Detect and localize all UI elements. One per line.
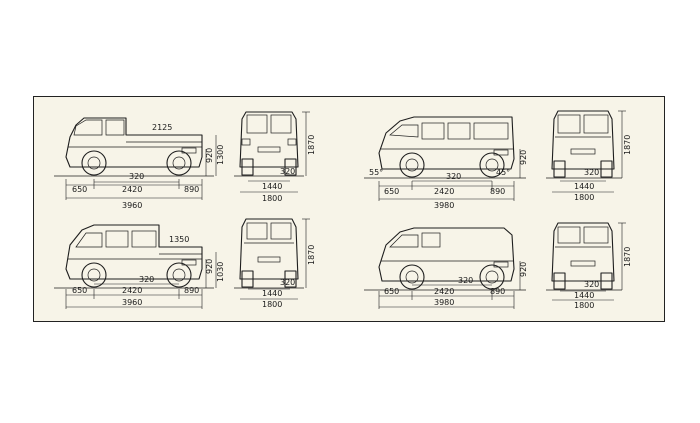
pickup-rear-wheel (166, 150, 192, 176)
minibus-front-right-wheel (600, 160, 613, 178)
pickup-ground-clearance: 320 (129, 172, 144, 181)
van-wheelbase: 2420 (434, 287, 454, 296)
van-height-920: 920 (519, 262, 528, 277)
minibus-departure-angle: 45° (496, 168, 510, 177)
minibus-height-920: 920 (519, 150, 528, 165)
pickup-height-920: 920 (205, 148, 214, 163)
crew-pickup-track: 1440 (262, 289, 282, 298)
van-rear-overhang: 890 (490, 287, 505, 296)
minibus-front-left-wheel (553, 160, 566, 178)
van-height: 1870 (623, 247, 632, 267)
pickup-side-dimensions: 2125 320 650 2420 890 3960 920 1300 (65, 123, 225, 210)
van-side-view (364, 227, 526, 291)
van-body-outline (378, 227, 515, 282)
minibus-width: 1800 (574, 193, 594, 202)
pickup-front-view (234, 111, 304, 177)
pickup-height-1300: 1300 (216, 145, 225, 165)
crew-pickup-side-dimensions: 1350 320 650 2420 890 3960 920 1030 (65, 235, 225, 309)
van-front-wheel (399, 264, 425, 290)
pickup-width: 1800 (262, 194, 282, 203)
minibus-front-dimensions: 320 1440 1800 1870 (552, 110, 632, 202)
pickup-wheelbase: 2420 (122, 185, 142, 194)
van-rear-wheel (479, 264, 505, 290)
crew-pickup-side-view (54, 224, 214, 289)
pickup-front-wheel (81, 150, 107, 176)
minibus-front-outline (551, 110, 615, 170)
crew-pickup-wheelbase: 2420 (122, 286, 142, 295)
minibus-front-view (546, 110, 622, 179)
blueprint-sheet: 2125 320 650 2420 890 3960 920 1300 320 … (33, 96, 665, 322)
minibus-front-ground: 320 (584, 168, 599, 177)
minibus-approach-angle: 55° (369, 168, 383, 177)
van-front-overhang: 650 (384, 287, 399, 296)
minibus-side-view (364, 116, 526, 179)
pickup-bed-length: 2125 (152, 123, 172, 132)
van-ground-clearance: 320 (458, 276, 473, 285)
crew-pickup-front-view (234, 218, 304, 289)
crew-pickup-height-920: 920 (205, 259, 214, 274)
crew-pickup-front-wheel (81, 262, 107, 288)
crew-pickup-front-dimensions: 320 1440 1800 1870 (240, 218, 316, 309)
van-front-left-wheel (553, 272, 566, 290)
crew-pickup-height-1030: 1030 (216, 262, 225, 282)
minibus-height: 1870 (623, 135, 632, 155)
minibus-overall-length: 3980 (434, 201, 454, 210)
minibus-ground-clearance: 320 (446, 172, 461, 181)
crew-pickup-front-overhang: 650 (72, 286, 87, 295)
van-front-outline (551, 222, 615, 282)
pickup-rear-overhang: 890 (184, 185, 199, 194)
van-front-ground: 320 (584, 280, 599, 289)
crew-pickup-height: 1870 (307, 245, 316, 265)
crew-pickup-front-ground: 320 (280, 278, 295, 287)
crew-pickup-front-left-wheel (241, 270, 254, 288)
pickup-front-outline (239, 111, 299, 168)
van-track: 1440 (574, 291, 594, 300)
crew-pickup-overall-length: 3960 (122, 298, 142, 307)
pickup-front-dimensions: 320 1440 1800 1870 (240, 111, 316, 203)
van-front-view (546, 222, 622, 291)
minibus-rear-wheel (479, 152, 505, 178)
pickup-overall-length: 3960 (122, 201, 142, 210)
pickup-height: 1870 (307, 135, 316, 155)
minibus-front-wheel (399, 152, 425, 178)
van-overall-length: 3980 (434, 298, 454, 307)
van-front-right-wheel (600, 272, 613, 290)
crew-pickup-rear-wheel (166, 262, 192, 288)
crew-pickup-front-outline (239, 218, 299, 280)
crew-pickup-body-outline (65, 224, 203, 280)
pickup-front-overhang: 650 (72, 185, 87, 194)
pickup-track: 1440 (262, 182, 282, 191)
minibus-body-outline (378, 116, 515, 170)
pickup-front-right-wheel (284, 158, 297, 176)
crew-pickup-rear-overhang: 890 (184, 286, 199, 295)
pickup-front-ground: 320 (280, 167, 295, 176)
crew-pickup-ground-clearance: 320 (139, 275, 154, 284)
van-width: 1800 (574, 301, 594, 310)
crew-pickup-front-right-wheel (284, 270, 297, 288)
minibus-track: 1440 (574, 182, 594, 191)
van-front-dimensions: 320 1440 1800 1870 (552, 222, 632, 310)
minibus-front-overhang: 650 (384, 187, 399, 196)
pickup-side-view (54, 117, 214, 177)
minibus-rear-overhang: 890 (490, 187, 505, 196)
pickup-front-left-wheel (241, 158, 254, 176)
crew-pickup-bed-length: 1350 (169, 235, 189, 244)
minibus-side-dimensions: 55° 45° 320 650 2420 890 3980 920 (369, 149, 528, 210)
vehicle-dimension-drawing: 2125 320 650 2420 890 3960 920 1300 320 … (54, 110, 632, 310)
minibus-wheelbase: 2420 (434, 187, 454, 196)
crew-pickup-width: 1800 (262, 300, 282, 309)
van-side-dimensions: 320 650 2420 890 3980 920 (378, 261, 528, 309)
pickup-body-outline (65, 117, 203, 168)
